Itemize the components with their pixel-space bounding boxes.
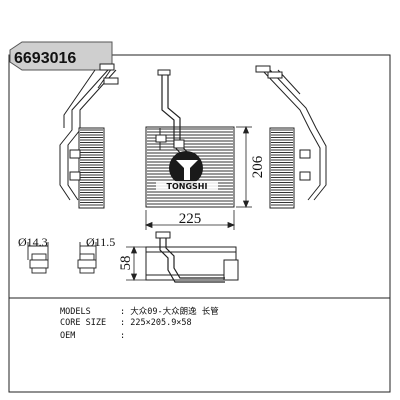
spec-row-models: MODELS: 大众09-大众朗逸 长管	[60, 305, 219, 317]
fitting-1-label: Ø14.3	[18, 235, 48, 249]
brand-logo: TONGSHI	[156, 151, 218, 191]
fitting-2-label: Ø11.5	[86, 235, 115, 249]
logo-text: TONGSHI	[167, 182, 208, 191]
part-number: 6693016	[14, 50, 76, 67]
spec-sep: :	[120, 331, 126, 341]
left-side-view	[59, 63, 119, 209]
spec-sep: :	[120, 318, 126, 328]
left-side-fins	[80, 129, 103, 206]
spec-key: CORE SIZE	[60, 318, 107, 328]
spec-value: 大众09-大众朗逸 长管	[130, 307, 219, 317]
part-number-tag: 6693016	[9, 41, 113, 71]
spec-sep: :	[120, 307, 126, 317]
width-dimension	[144, 210, 236, 230]
height-dimension	[236, 125, 252, 209]
right-side-fins	[271, 129, 293, 206]
depth-dimension	[126, 245, 146, 282]
spec-row-oem: OEM:	[60, 331, 130, 341]
right-side-view	[255, 65, 327, 209]
fitting-small-detail	[77, 242, 97, 274]
height-label: 206	[250, 155, 266, 178]
depth-label: 58	[118, 256, 134, 271]
spec-key: OEM	[60, 331, 76, 341]
sheet-border	[8, 54, 391, 393]
spec-value: 225×205.9×58	[130, 318, 192, 328]
width-label: 225	[179, 211, 202, 227]
top-view	[145, 231, 239, 283]
spec-row-core-size: CORE SIZE: 225×205.9×58	[60, 318, 192, 328]
fitting-large-detail	[27, 242, 49, 274]
spec-key: MODELS	[60, 307, 91, 317]
